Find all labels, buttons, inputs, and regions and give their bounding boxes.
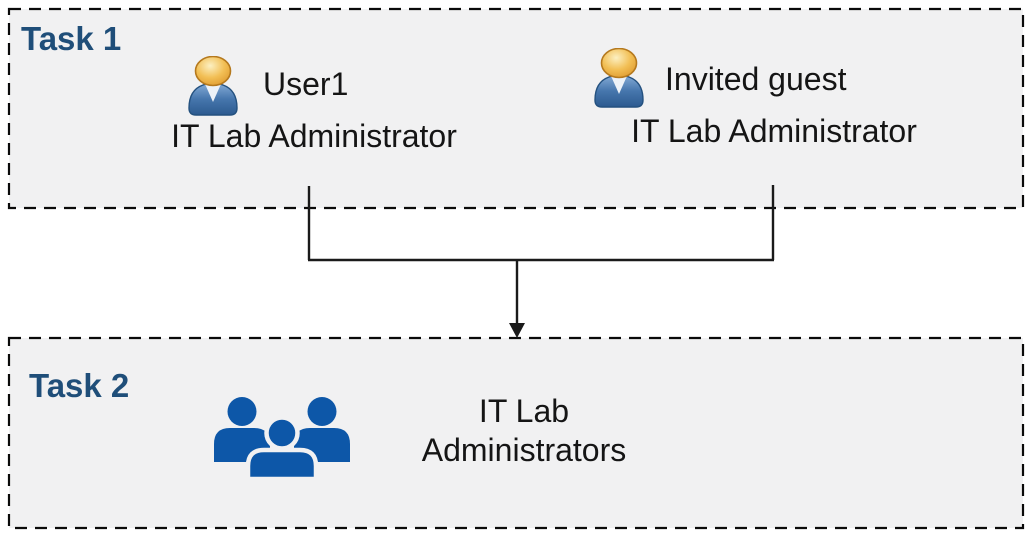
front-body (245, 447, 319, 480)
back-right-head (307, 397, 337, 426)
person-head (194, 56, 232, 87)
task1-box (7, 7, 1025, 210)
person-head (600, 48, 638, 79)
task2-label: Task 2 (29, 367, 130, 404)
guest-role: IT Lab Administrator (631, 113, 917, 149)
merge-connector-lines (307, 185, 775, 325)
group-front-person (245, 415, 319, 480)
group-name-line1: IT Lab (478, 393, 570, 429)
group-name: IT Lab Administrators (422, 392, 627, 470)
people-group-icon (214, 397, 350, 480)
user1-role: IT Lab Administrator (171, 118, 457, 154)
task2-box (7, 336, 1025, 530)
person-icon (188, 56, 238, 116)
person-icon (594, 48, 644, 108)
user1-name: User1 (263, 66, 349, 102)
back-left-head (227, 397, 257, 426)
arrowhead-icon (509, 323, 525, 338)
group-name-line2: Administrators (421, 432, 627, 468)
person-collar (611, 76, 627, 94)
task1-label: Task 1 (21, 20, 122, 57)
guest-name: Invited guest (665, 61, 847, 97)
person-collar (205, 84, 221, 102)
front-head (264, 415, 300, 451)
